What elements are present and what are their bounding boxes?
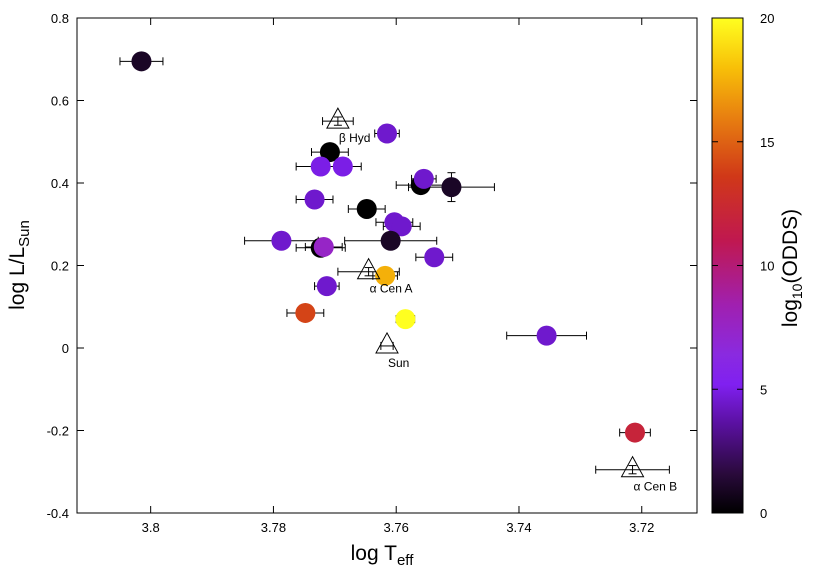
y-tick-label: 0.8 — [51, 11, 69, 26]
colorbar-title: log10(ODDS) — [779, 209, 805, 327]
reference-star-marker — [326, 107, 350, 129]
x-axis-title: log Teff — [351, 542, 415, 569]
reference-star-marker — [375, 331, 399, 354]
reference-star-marker — [620, 455, 645, 478]
data-point — [441, 177, 462, 198]
colorbar-tick-label: 20 — [760, 11, 774, 26]
y-tick-label: 0.6 — [51, 94, 69, 109]
data-point — [319, 142, 340, 163]
reference-star-label: α Cen B — [634, 480, 678, 494]
reference-star-label: β Hyd — [339, 131, 371, 145]
x-tick-label: 3.72 — [629, 520, 654, 535]
data-point — [271, 230, 292, 251]
data-point — [395, 309, 416, 330]
data-point — [380, 230, 401, 251]
data-point — [304, 189, 325, 210]
data-point — [316, 276, 337, 297]
data-point — [377, 123, 397, 144]
data-point — [413, 168, 434, 189]
data-point — [536, 325, 557, 346]
colorbar-ticks: 0 5 10 15 20 — [712, 11, 774, 521]
y-tick-label: -0.2 — [47, 424, 69, 439]
x-tick-label: 3.74 — [506, 520, 531, 535]
data-point — [424, 247, 445, 268]
data-point — [375, 265, 396, 286]
error-bars — [119, 57, 670, 475]
reference-stars: β Hyd α Cen A Sun α Cen B — [326, 107, 678, 494]
data-point — [295, 302, 316, 323]
colorbar-tick-label: 10 — [760, 259, 774, 274]
plot-frame — [76, 17, 698, 514]
data-point — [391, 216, 412, 237]
x-tick-label: 3.76 — [384, 520, 409, 535]
data-point — [131, 51, 152, 72]
reference-star-label: α Cen A — [370, 282, 413, 296]
y-tick-label: -0.4 — [47, 506, 69, 521]
data-points — [131, 51, 645, 443]
y-tick-label: 0 — [62, 341, 69, 356]
data-point — [313, 236, 334, 257]
x-tick-label: 3.78 — [261, 520, 286, 535]
reference-star-marker — [356, 257, 381, 280]
data-point — [332, 156, 353, 177]
y-axis: -0.4 -0.2 0 0.2 0.4 0.6 0.8 — [47, 11, 697, 521]
x-tick-label: 3.8 — [142, 520, 160, 535]
y-tick-label: 0.2 — [51, 259, 69, 274]
data-point — [310, 156, 331, 177]
data-point — [625, 422, 645, 443]
y-tick-label: 0.4 — [51, 176, 69, 191]
colorbar-tick-label: 0 — [760, 506, 767, 521]
data-point — [356, 198, 377, 219]
colorbar-tick-label: 5 — [760, 382, 767, 397]
x-axis: 3.8 3.78 3.76 3.74 3.72 — [142, 18, 654, 535]
reference-star-label: Sun — [388, 356, 409, 370]
colorbar-tick-label: 15 — [760, 135, 774, 150]
y-axis-title: log L/LSun — [6, 220, 33, 310]
